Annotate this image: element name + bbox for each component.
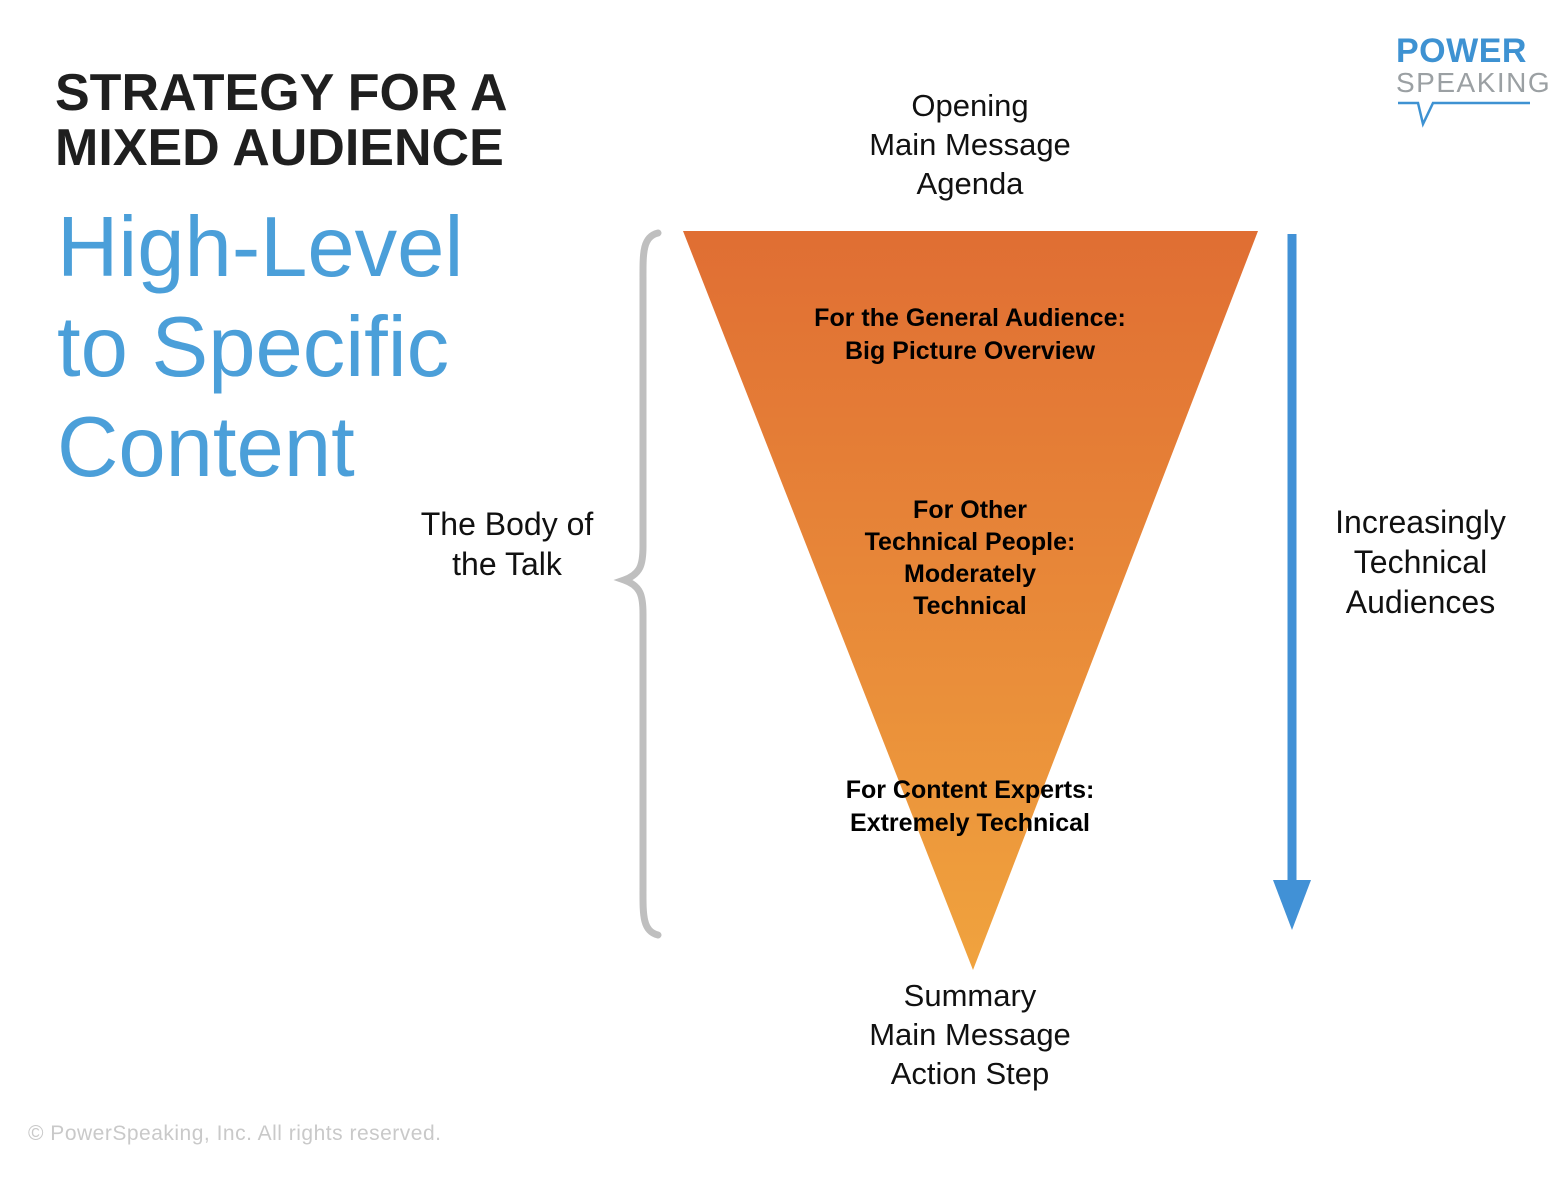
page-subtitle-line-3: Content [57,400,355,495]
page-subtitle-line-1: High-Level [57,200,464,295]
funnel-level-2-line-3: Moderately [904,560,1036,588]
funnel-level-2-label: For Other Technical People: Moderately T… [740,494,1200,622]
summary-label-line-1: Summary [903,978,1037,1013]
funnel-level-3-line-2: Extremely Technical [850,809,1090,837]
page-title-line-1: STRATEGY FOR A [55,64,508,122]
page-title-line-2: MIXED AUDIENCE [55,119,504,177]
summary-label-line-3: Action Step [890,1056,1050,1091]
funnel-level-2-line-2: Technical People: [864,528,1076,556]
summary-label-line-2: Main Message [869,1017,1071,1052]
logo-power-text: POWER [1396,32,1527,70]
increasingly-technical-line-2: Technical [1353,544,1488,580]
funnel-triangle [683,231,1258,970]
increasingly-technical-label: Increasingly Technical Audiences [1318,502,1523,622]
body-of-talk-line-1: The Body of [420,506,594,542]
opening-label: Opening Main Message Agenda [820,86,1120,203]
summary-label: Summary Main Message Action Step [820,976,1120,1093]
opening-label-line-1: Opening [911,88,1029,123]
increasingly-technical-line-1: Increasingly [1335,504,1506,540]
page-title: STRATEGY FOR A MIXED AUDIENCE [55,66,508,176]
funnel-level-1-label: For the General Audience: Big Picture Ov… [740,302,1200,368]
body-of-talk-line-2: the Talk [452,546,562,582]
page-subtitle: High-Level to Specific Content [57,198,463,498]
curly-brace-icon [613,229,662,939]
funnel-level-3-line-1: For Content Experts: [845,776,1095,804]
funnel-level-1-line-1: For the General Audience: [814,304,1126,332]
funnel-level-2-line-4: Technical [913,592,1027,620]
increasingly-technical-line-3: Audiences [1345,584,1496,620]
page-subtitle-line-2: to Specific [57,300,450,395]
speech-bubble-tail-icon [1398,101,1530,128]
body-of-talk-label: The Body of the Talk [402,504,612,584]
funnel-level-2-line-1: For Other [913,496,1027,524]
opening-label-line-3: Agenda [916,166,1024,201]
funnel-level-1-line-2: Big Picture Overview [844,337,1096,365]
footer-copyright: © PowerSpeaking, Inc. All rights reserve… [28,1122,442,1145]
funnel-level-3-label: For Content Experts: Extremely Technical [740,774,1200,840]
opening-label-line-2: Main Message [869,127,1071,162]
down-arrow-icon [1273,234,1311,930]
powerspeaking-logo: POWER SPEAKING [1396,32,1552,128]
logo-speaking-text: SPEAKING [1396,67,1552,98]
